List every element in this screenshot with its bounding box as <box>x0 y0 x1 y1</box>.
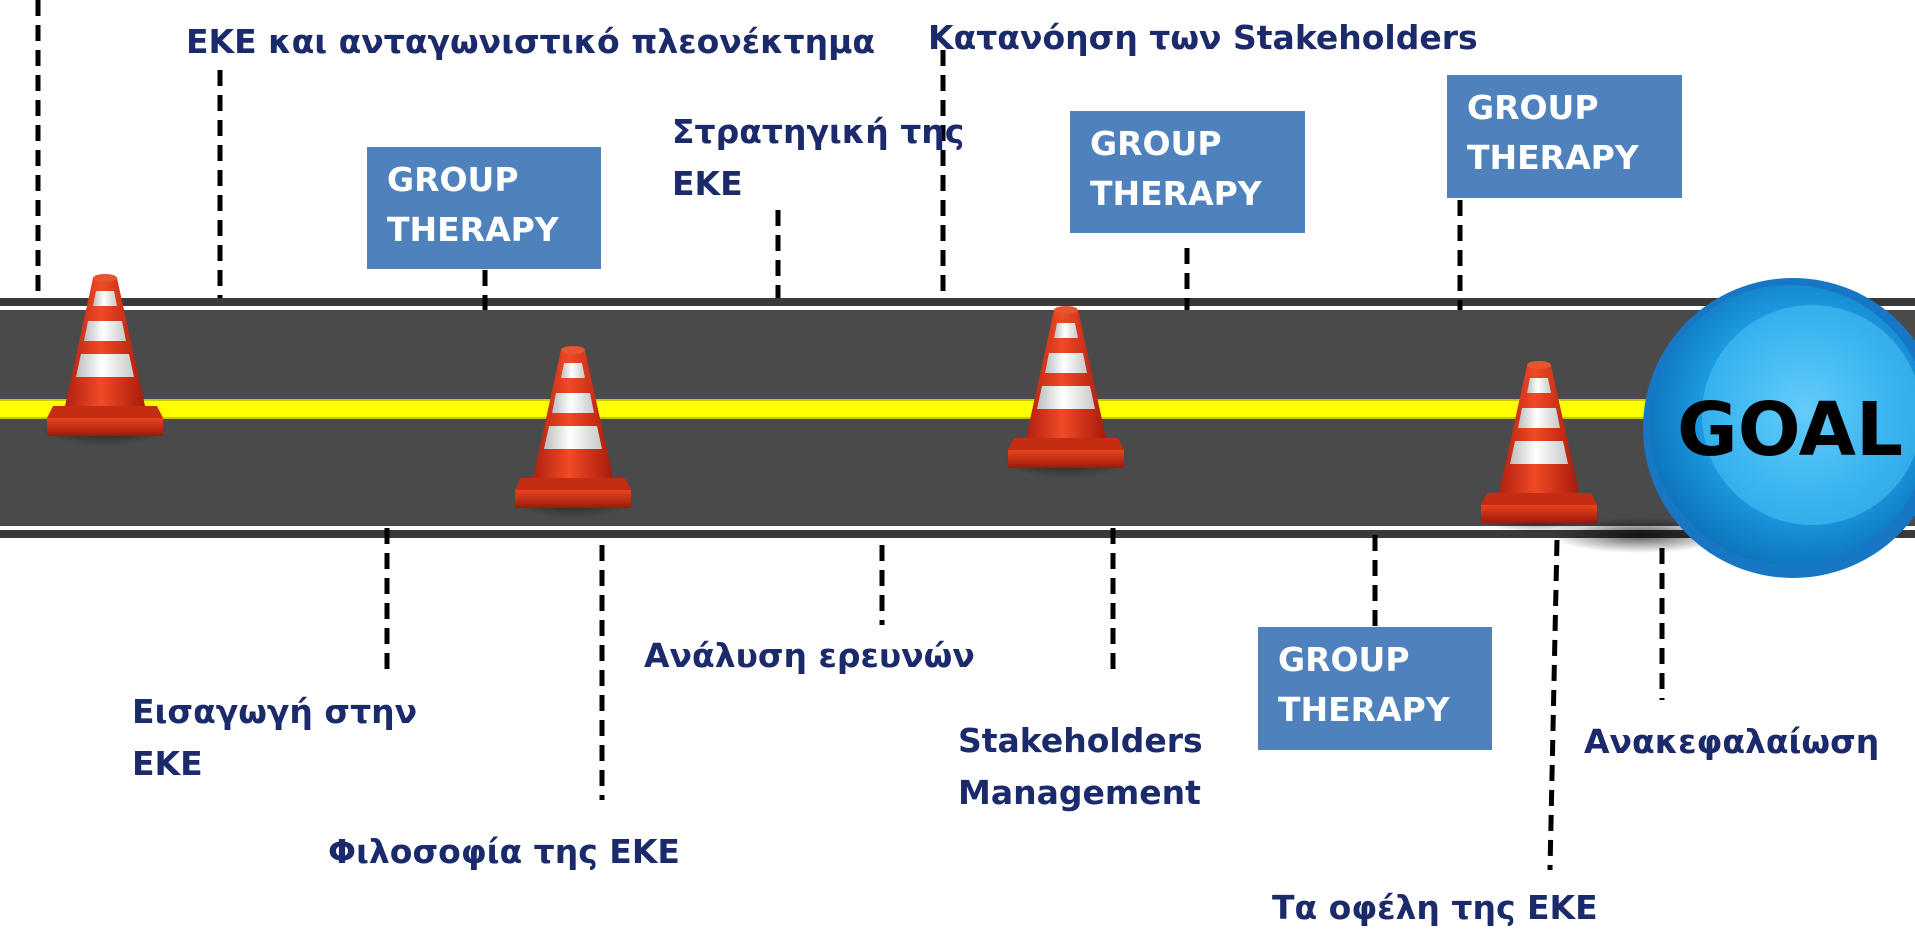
group-therapy-line2: THERAPY <box>1090 174 1262 213</box>
label-stakeholders-management: Stakeholders Management <box>958 715 1203 819</box>
group-therapy-line1: GROUP <box>1467 88 1599 127</box>
label-stakeholders-management-line2: Management <box>958 773 1201 812</box>
label-cse-philosophy: Φιλοσοφία της ΕΚΕ <box>328 832 680 871</box>
label-recap: Ανακεφαλαίωση <box>1584 722 1880 761</box>
group-therapy-box-3: GROUP THERAPY <box>1447 75 1682 198</box>
label-cse-competitive-advantage: ΕΚΕ και ανταγωνιστικό πλεονέκτημα <box>186 22 876 61</box>
label-introduction-cse: Εισαγωγή στην ΕΚΕ <box>132 686 417 790</box>
label-cse-strategy: Στρατηγική της ΕΚΕ <box>672 106 964 210</box>
label-introduction-cse-line1: Εισαγωγή στην <box>132 692 418 731</box>
group-therapy-line2: THERAPY <box>1278 690 1450 729</box>
road-center-line <box>0 400 1915 418</box>
group-therapy-line2: THERAPY <box>1467 138 1639 177</box>
group-therapy-line1: GROUP <box>387 160 519 199</box>
label-cse-benefits: Τα οφέλη της ΕΚΕ <box>1272 888 1598 927</box>
group-therapy-line2: THERAPY <box>387 210 559 249</box>
label-introduction-cse-line2: ΕΚΕ <box>132 744 203 783</box>
label-cse-strategy-line1: Στρατηγική της <box>672 112 965 151</box>
label-research-analysis: Ανάλυση ερευνών <box>644 636 975 675</box>
group-therapy-line1: GROUP <box>1090 124 1222 163</box>
label-understanding-stakeholders: Κατανόηση των Stakeholders <box>928 18 1478 57</box>
group-therapy-box-2: GROUP THERAPY <box>1070 111 1305 233</box>
group-therapy-line1: GROUP <box>1278 640 1410 679</box>
group-therapy-box-4: GROUP THERAPY <box>1258 627 1492 750</box>
group-therapy-box-1: GROUP THERAPY <box>367 147 601 269</box>
goal-label: GOAL <box>1677 387 1903 473</box>
label-cse-strategy-line2: ΕΚΕ <box>672 164 743 203</box>
label-stakeholders-management-line1: Stakeholders <box>958 721 1203 760</box>
